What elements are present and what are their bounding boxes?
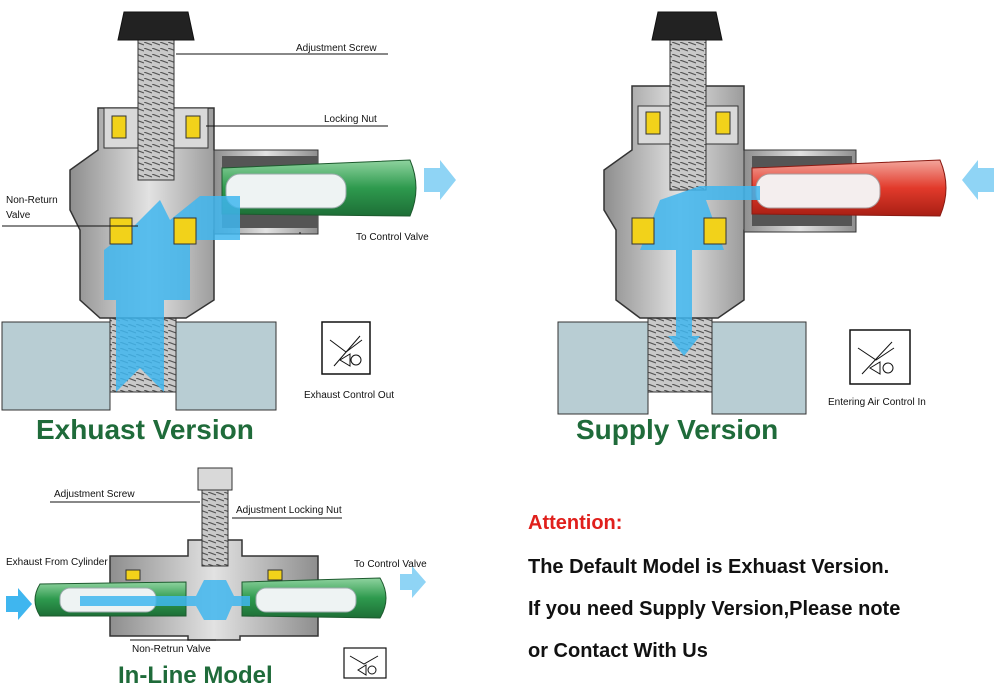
inline-screw-cap xyxy=(197,467,233,491)
inline-arrow-in xyxy=(6,588,32,620)
base-block-left xyxy=(1,321,111,411)
tube-right-inner xyxy=(255,587,357,613)
label-entering-air-control-in: Entering Air Control In xyxy=(828,397,926,408)
nut-insert-right xyxy=(185,115,201,139)
label-valve: Valve xyxy=(6,210,31,221)
check-valve-seat-left xyxy=(631,217,655,245)
label-exhaust-control-out: Exhaust Control Out xyxy=(304,390,394,401)
label-inline-exhaust-from-cylinder: Exhaust From Cylinder xyxy=(6,557,108,568)
inline-diagram: Adjustment Screw Adjustment Locking Nut … xyxy=(6,467,427,679)
note-line-3: or Contact With Us xyxy=(528,640,708,662)
label-inline-adjustment-locking-nut: Adjustment Locking Nut xyxy=(236,505,342,516)
note-line-2: If you need Supply Version,Please note xyxy=(528,598,901,620)
base-block-right xyxy=(175,321,277,411)
fitting-ring-bottom xyxy=(752,212,852,226)
inline-air-flow xyxy=(80,580,250,620)
supply-symbol xyxy=(849,329,911,385)
title-exhaust-version: Exhuast Version xyxy=(36,414,254,445)
inline-arrow-out xyxy=(400,566,426,598)
inline-screw xyxy=(201,485,229,567)
check-valve-seat-right xyxy=(703,217,727,245)
nut-insert-left xyxy=(111,115,127,139)
label-to-control-valve: To Control Valve xyxy=(356,232,429,243)
title-supply-version: Supply Version xyxy=(576,414,779,445)
attention-heading: Attention: xyxy=(528,512,623,534)
label-inline-to-control-valve: To Control Valve xyxy=(354,559,427,570)
air-flow-exhaust xyxy=(104,196,240,392)
check-valve-seat-right xyxy=(173,217,197,245)
screw-knob xyxy=(651,11,723,41)
inline-seal-2 xyxy=(267,569,283,581)
adjustment-screw xyxy=(669,39,707,191)
label-locking-nut: Locking Nut xyxy=(324,114,377,125)
label-inline-non-retrun-valve: Non-Retrun Valve xyxy=(132,644,211,655)
inline-symbol xyxy=(343,647,387,679)
air-arrow-out xyxy=(424,160,456,200)
tube-inner xyxy=(755,173,881,209)
label-inline-adjustment-screw: Adjustment Screw xyxy=(54,489,135,500)
base-block-right xyxy=(711,321,807,415)
label-adjustment-screw: Adjustment Screw xyxy=(296,43,377,54)
supply-diagram: Entering Air Control In xyxy=(557,11,994,415)
exhaust-symbol xyxy=(321,321,371,375)
adjustment-screw xyxy=(137,39,175,181)
title-inline-model: In-Line Model xyxy=(118,662,273,689)
base-block-left xyxy=(557,321,649,415)
tube-inner xyxy=(225,173,347,209)
label-non-return: Non-Return xyxy=(6,195,58,206)
air-arrow-in xyxy=(962,160,994,200)
air-flow-supply xyxy=(640,186,760,356)
screw-knob xyxy=(117,11,195,41)
check-valve-seat-left xyxy=(109,217,133,245)
fitting-ring-bottom xyxy=(222,214,318,228)
nut-insert-right xyxy=(715,111,731,135)
nut-insert-left xyxy=(645,111,661,135)
inline-seal-1 xyxy=(125,569,141,581)
exhaust-diagram: Adjustment Screw Locking Nut Non-Return … xyxy=(1,11,456,411)
note-line-1: The Default Model is Exhuast Version. xyxy=(528,556,890,578)
